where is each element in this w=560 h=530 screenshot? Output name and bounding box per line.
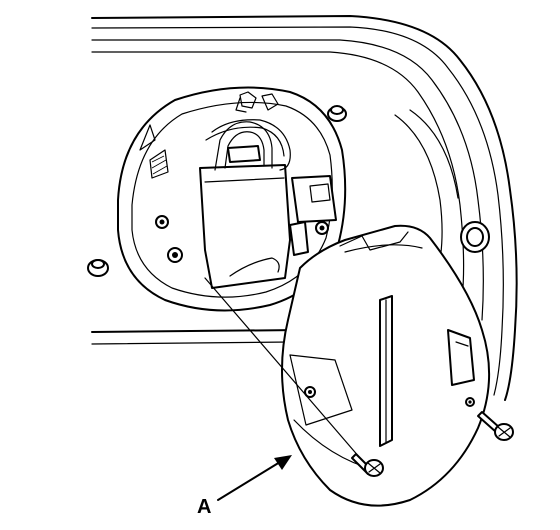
callout-a: A <box>197 455 292 518</box>
screw-right <box>477 411 514 441</box>
screw-left <box>351 453 384 477</box>
headlight-housing-opening <box>117 86 347 312</box>
bulb-socket-assembly <box>199 97 337 289</box>
body-mount-bolts <box>87 105 490 277</box>
body-panel <box>91 15 518 401</box>
bolt-left <box>87 259 109 277</box>
alignment-line <box>204 277 361 459</box>
bolt-upper <box>327 105 347 122</box>
headlight-cover <box>281 224 491 507</box>
grommet-right <box>460 221 490 253</box>
callout-a-label: A <box>197 496 211 518</box>
